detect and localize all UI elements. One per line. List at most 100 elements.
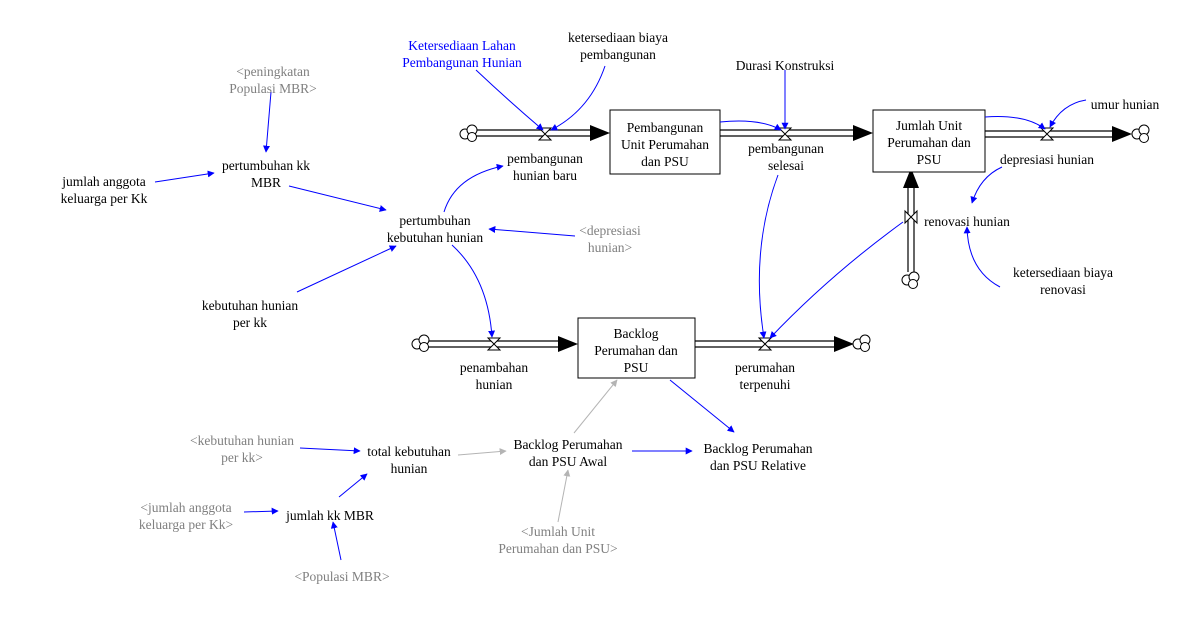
valve-penambahan-hunian-icon: [486, 337, 502, 351]
variable-label-line: ketersediaan biaya: [1013, 265, 1113, 280]
link-backlog-to-relative: [669, 379, 735, 433]
variable-label-backlog-awal[interactable]: Backlog Perumahan dan PSU Awal: [513, 437, 622, 469]
variable-label-line: pertumbuhan kk: [222, 158, 310, 173]
variable-label-line: <Populasi MBR>: [294, 569, 389, 584]
variable-label-pertumbuhan-kebutuhan[interactable]: pertumbuhan kebutuhan hunian: [387, 213, 484, 245]
flow-label-depresiasi-hunian[interactable]: depresiasi hunian: [1000, 152, 1094, 167]
variable-label-line: <depresiasi: [579, 223, 641, 238]
flow-label-line: hunian baru: [513, 168, 577, 183]
link-populasi-to-jumlahkk: [330, 521, 342, 561]
stock-label-line: Backlog: [614, 326, 659, 341]
flow-pipe-pembangunan-hunian-baru: [476, 125, 610, 141]
stock-label-line: Perumahan dan: [594, 343, 678, 358]
link-kebutuhanshadow-to-total: [299, 447, 361, 455]
valve-pembangunan-hunian-baru-icon: [537, 127, 553, 141]
variable-label-line: Backlog Perumahan: [703, 441, 812, 456]
variable-label-backlog-relative[interactable]: Backlog Perumahan dan PSU Relative: [703, 441, 812, 473]
variable-label-kebutuhan-shadow[interactable]: <kebutuhan hunian per kk>: [190, 433, 294, 465]
stock-box-pembangunan-unit[interactable]: [609, 109, 721, 175]
cloud-sink-depresiasi-icon: [1131, 124, 1150, 143]
link-jumlah-to-depresiasi: [984, 116, 1046, 130]
variable-label-line: dan PSU Relative: [710, 458, 806, 473]
flow-label-penambahan-hunian[interactable]: penambahan hunian: [460, 360, 528, 392]
link-total-to-awal: [457, 448, 507, 456]
variable-label-line: Backlog Perumahan: [513, 437, 622, 452]
variable-label-line: jumlah kk MBR: [285, 508, 374, 523]
variable-label-line: <peningkatan: [236, 64, 310, 79]
variable-label-populasi-shadow[interactable]: <Populasi MBR>: [294, 569, 389, 584]
variable-label-line: pertumbuhan: [399, 213, 470, 228]
variable-label-line: per kk>: [221, 450, 263, 465]
flow-label-line: terpenuhi: [740, 377, 791, 392]
variable-label-line: MBR: [251, 175, 281, 190]
variable-label-line: <kebutuhan hunian: [190, 433, 294, 448]
cloud-source-penambahan-icon: [411, 334, 430, 352]
flow-pipe-depresiasi-hunian: [985, 126, 1132, 142]
flow-pipe-penambahan-hunian: [428, 336, 578, 352]
flow-pipe-perumahan-terpenuhi: [695, 336, 854, 352]
link-anggota-to-pertumbuhankk: [154, 170, 215, 183]
flow-label-line: penambahan: [460, 360, 528, 375]
flow-label-line: renovasi hunian: [924, 214, 1010, 229]
link-jumlahunitshadow-to-awal: [557, 469, 571, 523]
link-depresiasishadow-to-kebutuhan: [488, 226, 576, 237]
stock-box-backlog[interactable]: [577, 317, 696, 379]
stock-box-jumlah-unit[interactable]: [872, 109, 986, 173]
variable-label-line: kebutuhan hunian: [387, 230, 484, 245]
stock-label-line: Jumlah Unit: [896, 118, 963, 133]
variable-label-line: dan PSU Awal: [529, 454, 608, 469]
stock-label-line: Perumahan dan: [887, 135, 971, 150]
variable-label-line: <Jumlah Unit: [521, 524, 595, 539]
link-jumlahkk-to-total: [338, 473, 368, 498]
cloud-sink-terpenuhi-icon: [852, 334, 871, 352]
link-selesai-to-terpenuhi: [758, 174, 779, 339]
link-renovasi-to-terpenuhi: [769, 221, 904, 339]
variable-label-line: Durasi Konstruksi: [736, 58, 835, 73]
link-peningkatan-to-pertumbuhankk: [263, 91, 272, 153]
link-depresiasi-to-renovasi: [970, 166, 1003, 204]
variable-label-jumlah-kk[interactable]: jumlah kk MBR: [285, 508, 374, 523]
flow-label-renovasi-hunian[interactable]: renovasi hunian: [924, 214, 1010, 229]
cloud-source-renovasi-icon: [901, 271, 920, 289]
variable-label-line: Ketersediaan Lahan: [408, 38, 516, 53]
link-umur-to-depresiasi: [1049, 99, 1087, 128]
link-kebutuhan-to-penambahan: [451, 244, 496, 338]
variable-label-durasi-konstruksi[interactable]: Durasi Konstruksi: [736, 58, 835, 73]
flow-label-line: pembangunan: [748, 141, 824, 156]
link-awal-to-backlog: [573, 379, 618, 434]
flow-label-line: depresiasi hunian: [1000, 152, 1094, 167]
variable-label-umur-hunian[interactable]: umur hunian: [1091, 97, 1160, 112]
flow-label-line: hunian: [476, 377, 513, 392]
valve-renovasi-hunian-icon: [904, 209, 918, 225]
link-kebutuhan-to-pembangunan: [443, 163, 504, 213]
flow-pipe-renovasi-hunian: [903, 168, 919, 272]
variable-label-kebutuhan-hunian-per-kk[interactable]: kebutuhan hunian per kk: [202, 298, 299, 330]
variable-label-line: kebutuhan hunian: [202, 298, 299, 313]
stock-label-line: PSU: [624, 360, 649, 375]
stock-label-line: dan PSU: [641, 154, 689, 169]
link-kebutuhanperkk-to-kebutuhan: [296, 245, 397, 293]
variable-label-line: per kk: [233, 315, 267, 330]
variable-label-line: total kebutuhan: [367, 444, 451, 459]
link-stock-to-selesai: [719, 120, 782, 131]
variable-label-pertumbuhan-kk[interactable]: pertumbuhan kk MBR: [222, 158, 310, 190]
variable-label-line: pembangunan: [580, 47, 656, 62]
